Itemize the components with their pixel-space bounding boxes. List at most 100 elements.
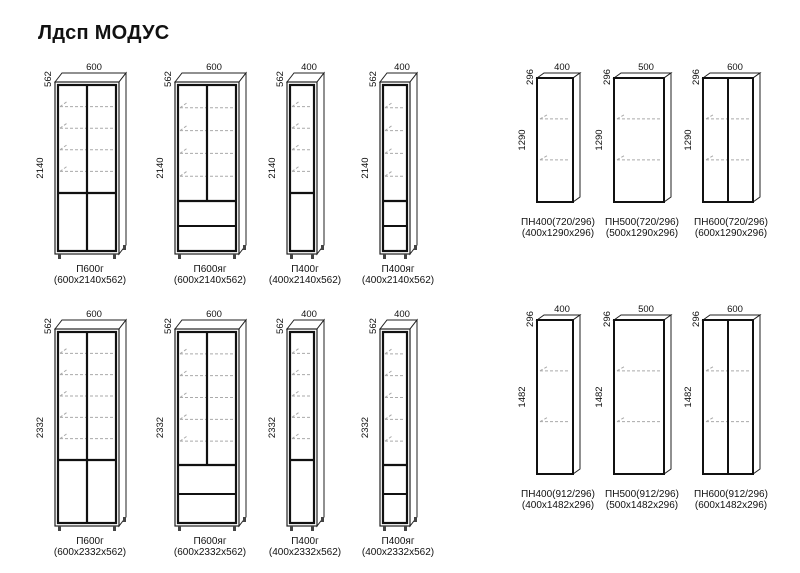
- height-label: 2332: [360, 417, 371, 438]
- cabinet-size: (500x1290x296): [606, 228, 678, 239]
- cabinet-name: П600яг: [194, 536, 227, 547]
- cabinet-size: (600x1290x296): [695, 228, 767, 239]
- cabinet-name: П600яг: [194, 264, 227, 275]
- cabinet-size: (600x2140x562): [174, 275, 246, 286]
- cabinet-name: ПН600(912/296): [694, 489, 768, 500]
- shelf-line: [705, 417, 714, 423]
- shelf-line: [384, 348, 393, 355]
- cabinet-front: [536, 77, 574, 203]
- width-label: 600: [727, 304, 743, 315]
- cabinet-leg: [414, 245, 417, 250]
- shelf-line: [384, 125, 393, 132]
- shelf-line: [384, 370, 393, 377]
- width-label: 400: [394, 309, 410, 320]
- shelf-line: [616, 417, 625, 423]
- cabinet-name: ПН600(720/296): [694, 217, 768, 228]
- shelf-line: [384, 147, 393, 154]
- shelf-line: [616, 155, 625, 161]
- width-label: 400: [554, 304, 570, 315]
- door-frame: [381, 330, 409, 525]
- width-label: 500: [638, 62, 654, 73]
- shelf-line: [384, 102, 393, 109]
- cabinet-side: [663, 72, 672, 203]
- cabinet-side: [752, 72, 761, 203]
- door-frame: [288, 330, 316, 525]
- cabinet-side: [316, 71, 325, 256]
- shelf-line: [179, 413, 188, 420]
- cabinet-leg: [113, 526, 116, 531]
- cabinet-leg: [178, 254, 181, 259]
- cabinet-leg: [58, 254, 61, 259]
- depth-label: 562: [163, 71, 174, 87]
- cabinet-front: [286, 81, 318, 255]
- height-label: 2140: [360, 157, 371, 178]
- shelf-line: [384, 392, 393, 398]
- shelf-line: [384, 435, 393, 442]
- cabinet-size: (400x1482x296): [522, 500, 594, 511]
- depth-label: 562: [43, 318, 54, 334]
- cabinet-front: [379, 328, 411, 527]
- cabinet-side: [409, 71, 418, 256]
- shelf-line: [179, 392, 188, 398]
- cabinet-side: [238, 71, 247, 256]
- cabinet-leg: [290, 526, 293, 531]
- shelf-line: [539, 114, 548, 120]
- shelf-line: [705, 366, 714, 372]
- cabinet-side: [409, 318, 418, 528]
- height-label: 2140: [267, 157, 278, 178]
- depth-label: 562: [275, 71, 286, 87]
- shelf-line: [179, 147, 188, 154]
- shelf-line: [59, 101, 68, 108]
- shelf-line: [291, 433, 300, 440]
- shelf-line: [291, 390, 300, 397]
- cabinet-side: [118, 318, 127, 528]
- height-label: 2332: [35, 417, 46, 438]
- height-label: 2140: [155, 157, 166, 178]
- cabinet-name: П400г: [291, 536, 319, 547]
- shelf-line: [539, 366, 548, 372]
- shelf-line: [59, 433, 68, 440]
- cabinet-name: ПН500(720/296): [605, 217, 679, 228]
- cabinet-side: [572, 72, 581, 203]
- shelf-line: [179, 102, 188, 109]
- shelf-line: [384, 170, 393, 177]
- shelf-line: [616, 366, 625, 372]
- shelf-line: [291, 165, 300, 172]
- shelf-line: [59, 390, 68, 397]
- width-label: 400: [394, 62, 410, 73]
- width-label: 600: [86, 62, 102, 73]
- width-label: 500: [638, 304, 654, 315]
- cabinet-leg: [233, 526, 236, 531]
- shelf-line: [179, 348, 188, 355]
- width-label: 400: [301, 309, 317, 320]
- cabinet-size: (400x2140x562): [269, 275, 341, 286]
- depth-label: 296: [525, 311, 536, 327]
- height-label: 1290: [683, 129, 694, 150]
- shelf-line: [616, 114, 625, 120]
- width-label: 600: [86, 309, 102, 320]
- cabinet-leg: [233, 254, 236, 259]
- shelf-line: [59, 122, 68, 129]
- cabinet-leg: [311, 254, 314, 259]
- cabinet-top: [53, 319, 128, 330]
- cabinet-leg: [123, 245, 126, 250]
- cabinet-name: ПН400(912/296): [521, 489, 595, 500]
- cabinet-size: (400x2140x562): [362, 275, 434, 286]
- cabinet-size: (400x1290x296): [522, 228, 594, 239]
- shelf-line: [539, 417, 548, 423]
- height-label: 2332: [267, 417, 278, 438]
- width-label: 400: [301, 62, 317, 73]
- cabinet-name: П400яг: [382, 264, 415, 275]
- height-label: 1290: [517, 129, 528, 150]
- cabinet-name: ПН500(912/296): [605, 489, 679, 500]
- cabinet-side: [663, 314, 672, 475]
- depth-label: 296: [691, 311, 702, 327]
- depth-label: 296: [525, 69, 536, 85]
- width-label: 600: [206, 309, 222, 320]
- cabinet-top: [173, 319, 248, 330]
